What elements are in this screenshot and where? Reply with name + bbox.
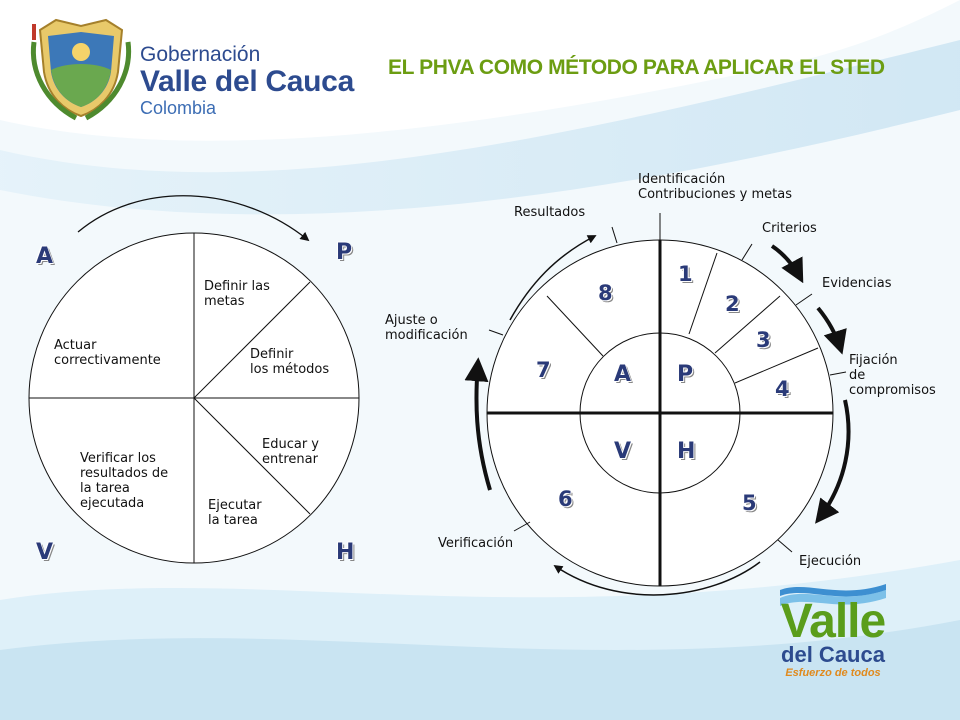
- inner-letter-v: V: [614, 439, 632, 464]
- arrow-3: [815, 399, 851, 524]
- segment-definir-metas: Definir las metas: [204, 279, 270, 309]
- step-6: 6: [558, 487, 573, 511]
- arrow-6: [509, 235, 597, 321]
- coat-of-arms-icon: [30, 18, 132, 121]
- segment-actuar: Actuar correctivamente: [54, 338, 161, 368]
- label-fijacion: Fijación de compromisos: [849, 353, 936, 398]
- callout-ejecucion: [777, 539, 793, 553]
- letter-v: V: [36, 540, 54, 565]
- left-cycle-arrow: [77, 195, 310, 242]
- inner-letter-p: P: [677, 362, 694, 387]
- page-title: EL PHVA COMO MÉTODO PARA APLICAR EL STED: [388, 56, 885, 79]
- label-verificacion: Verificación: [438, 536, 514, 551]
- flag-waves-icon: [780, 584, 886, 606]
- label-ajuste: Ajuste o modificación: [385, 313, 468, 343]
- step-8: 8: [598, 281, 613, 305]
- callout-criterios: [741, 243, 753, 261]
- inner-letter-a: A: [614, 362, 632, 387]
- callout-fijacion: [829, 371, 847, 376]
- callout-ajuste: [488, 329, 504, 336]
- spoke-1-2: [688, 252, 718, 335]
- arrow-2: [816, 306, 847, 355]
- letter-h: H: [336, 540, 355, 565]
- step-2: 2: [725, 292, 740, 316]
- segment-educar: Educar y entrenar: [262, 437, 319, 467]
- spoke-3-4: [734, 347, 819, 384]
- label-evidencias: Evidencias: [822, 276, 892, 291]
- left-diagonal-lower: [193, 397, 311, 515]
- segment-definir-metodos: Definir los métodos: [250, 347, 330, 377]
- spoke-2-3: [714, 295, 781, 354]
- segment-verificar: Verificar los resultados de la tarea eje…: [80, 451, 169, 511]
- callout-evidencias: [795, 293, 813, 306]
- logo-line2: Valle del Cauca: [140, 65, 354, 98]
- step-5: 5: [742, 491, 757, 515]
- label-resultados: Resultados: [514, 205, 586, 220]
- callout-verificacion: [513, 521, 531, 532]
- brand-line2: del Cauca: [781, 642, 885, 667]
- step-1: 1: [678, 262, 693, 286]
- label-criterios: Criterios: [762, 221, 817, 236]
- letter-p: P: [336, 240, 353, 265]
- logo-line3: Colombia: [140, 98, 217, 118]
- letter-a: A: [36, 244, 54, 269]
- label-identificacion: Identificación Contribuciones y metas: [638, 172, 792, 202]
- callout-resultados: [611, 226, 618, 244]
- segment-ejecutar: Ejecutar la tarea: [208, 498, 262, 528]
- brand-line3: Esfuerzo de todos: [785, 667, 881, 679]
- arrow-5: [464, 357, 492, 491]
- spoke-7-8: [546, 295, 604, 357]
- arrow-1: [770, 244, 804, 284]
- inner-letter-h: H: [677, 439, 696, 464]
- brand-logo: Valle del Cauca Esfuerzo de todos: [768, 595, 898, 680]
- logo-line1: Gobernación: [140, 43, 261, 66]
- step-4: 4: [775, 377, 790, 401]
- logo-text: Gobernación Valle del Cauca Colombia: [140, 43, 354, 119]
- brand-line1: Valle: [780, 595, 886, 648]
- left-diagonal-upper: [193, 281, 311, 399]
- step-3: 3: [756, 328, 771, 352]
- label-ejecucion: Ejecución: [799, 554, 862, 569]
- step-7: 7: [536, 358, 551, 382]
- arrow-4: [553, 561, 761, 596]
